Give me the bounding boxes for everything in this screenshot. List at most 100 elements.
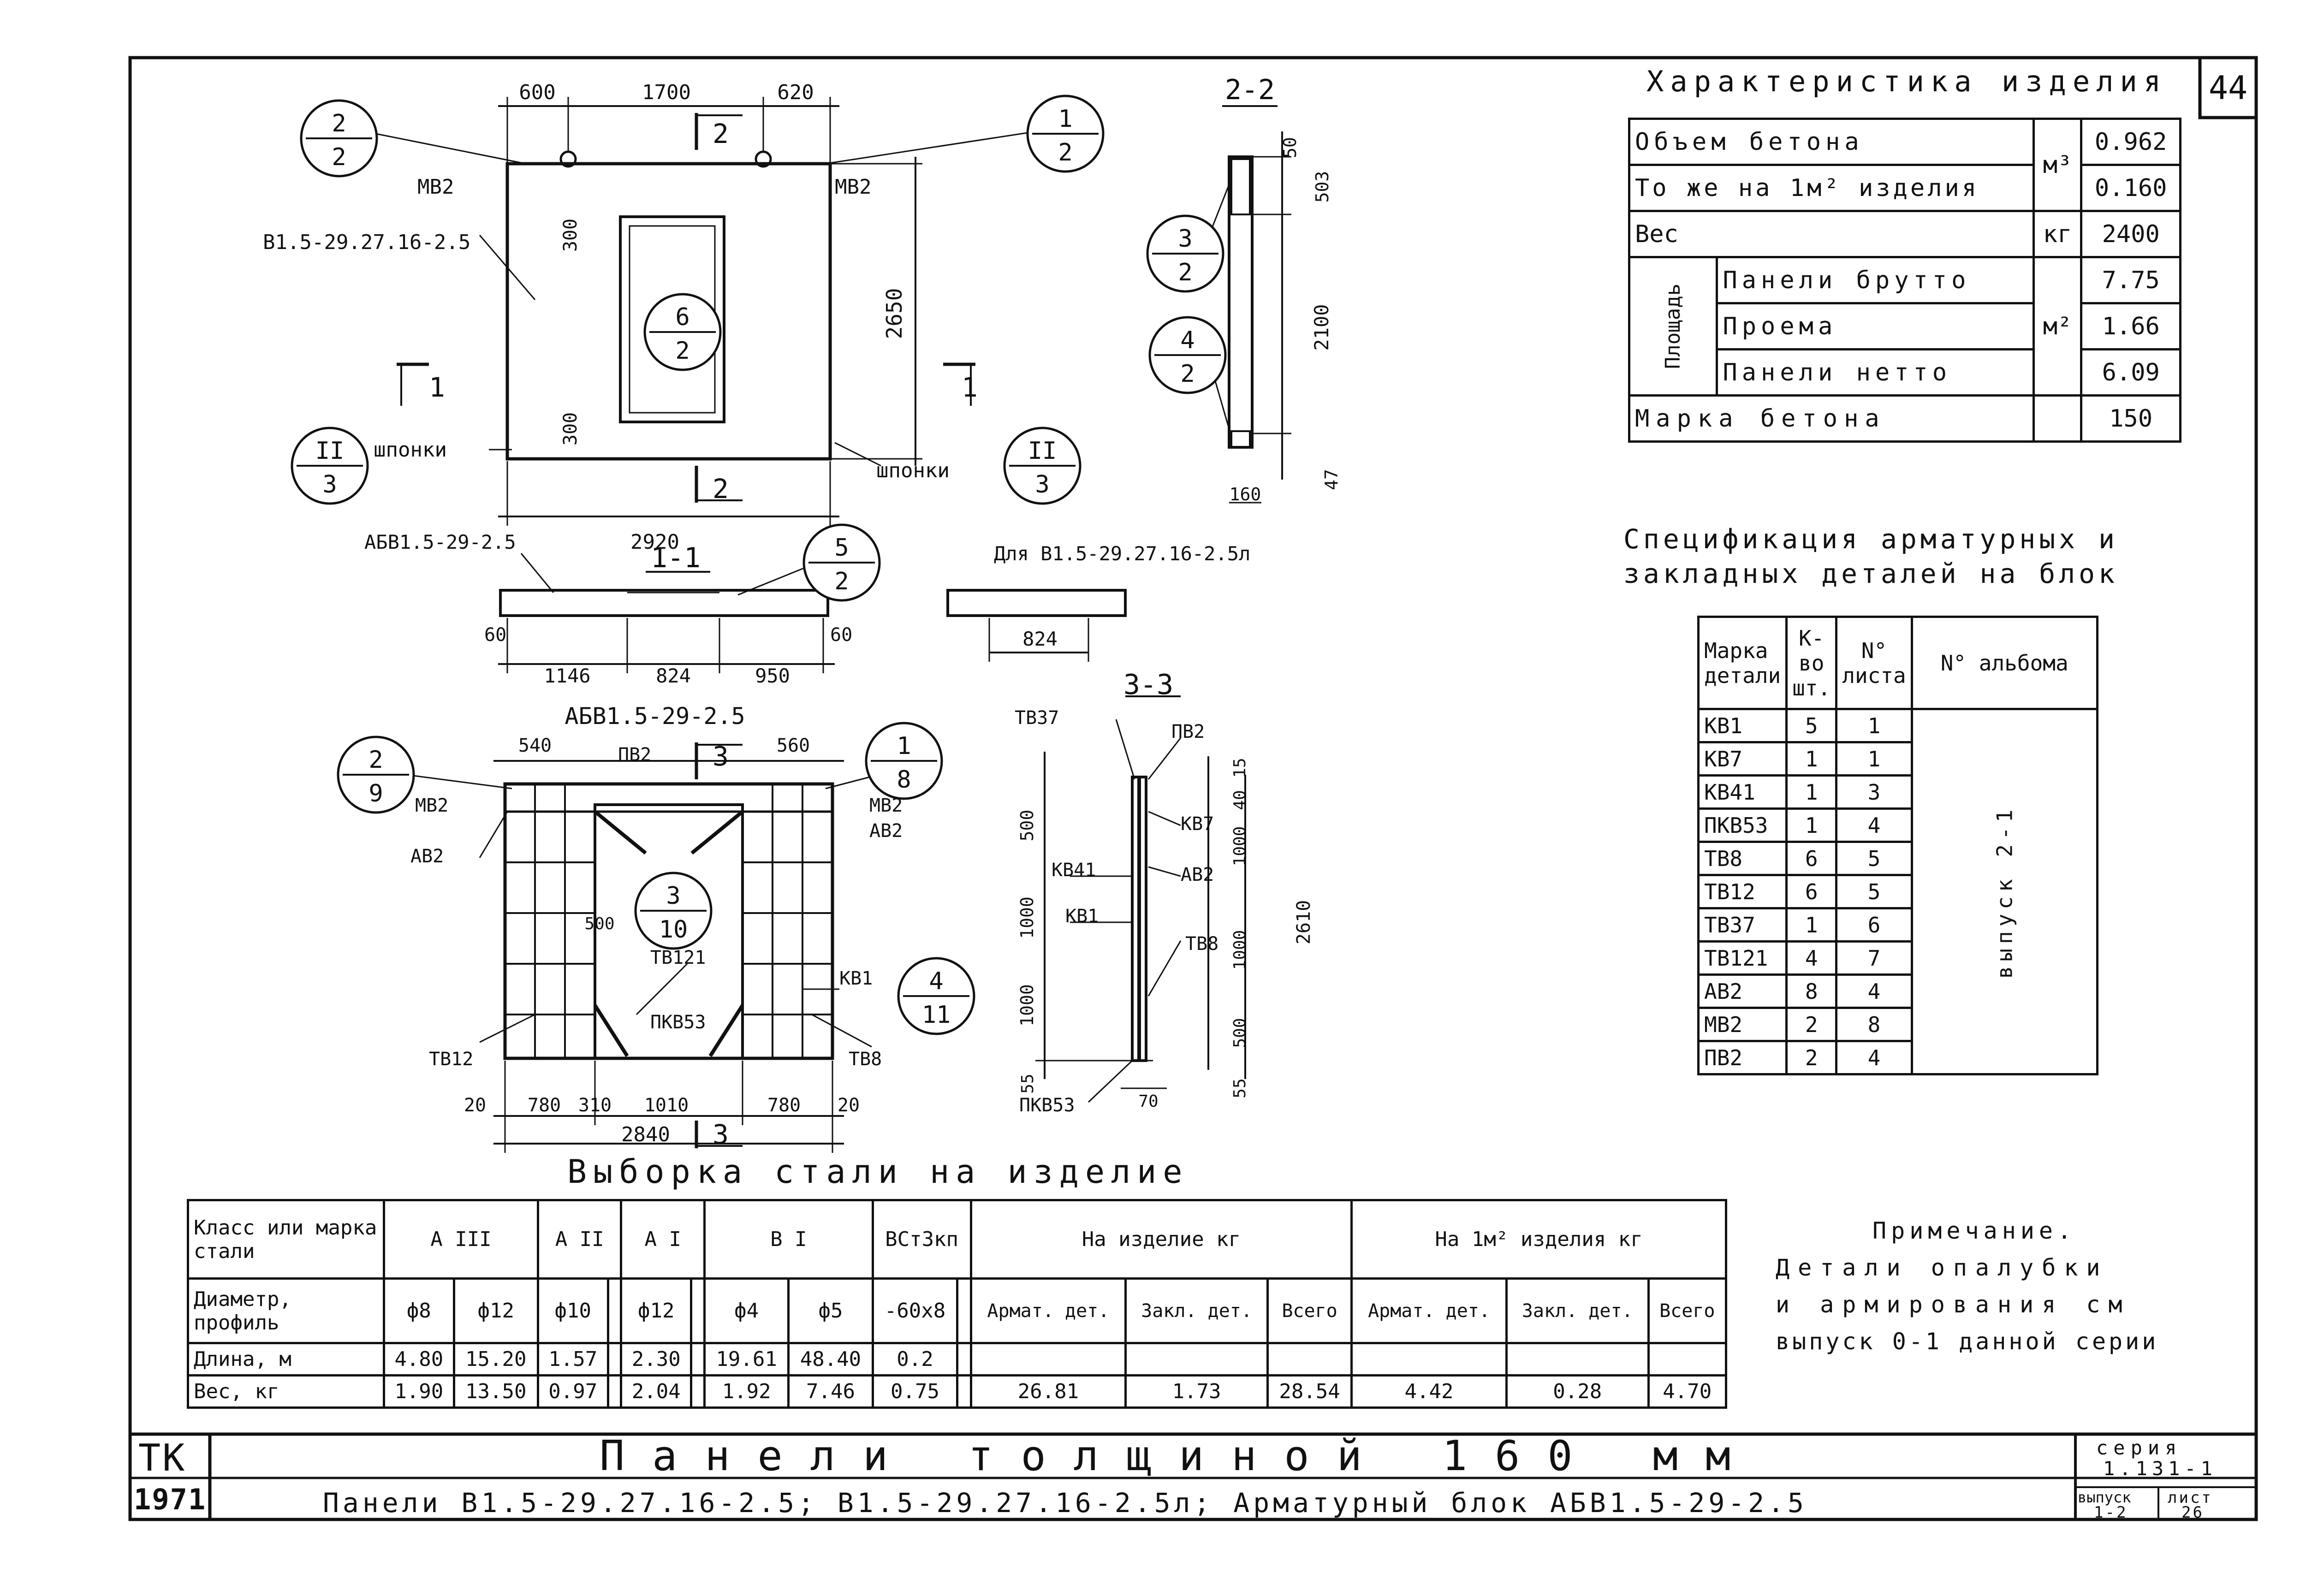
char-value: 2400 — [2080, 210, 2181, 258]
spec-album-label: выпуск 2-1 — [1992, 805, 2017, 979]
steel-sub-header: Всего — [1266, 1277, 1353, 1344]
char-value: 7.75 — [2080, 256, 2181, 304]
steel-weight: 0.97 — [536, 1374, 609, 1409]
callout-circle: 32 — [1146, 214, 1224, 293]
spec-sheet: 8 — [1835, 1007, 1913, 1042]
spec-sheet: 1 — [1835, 741, 1913, 777]
steel-class-b1: В I — [703, 1199, 874, 1280]
sheet-number: 44 — [2209, 69, 2247, 107]
spec-sheet: 7 — [1835, 940, 1913, 976]
steel-diameter: ф12 — [620, 1277, 693, 1344]
section-title-1-1: 1-1 — [651, 542, 701, 574]
dim-500-cage: 500 — [584, 914, 614, 933]
spec-mark: МВ2 — [1697, 1007, 1788, 1042]
label-shponki-right: шпонки — [876, 459, 950, 482]
panel-opening — [619, 215, 725, 423]
section-mark: 2 — [713, 473, 729, 504]
section-1-1-body — [499, 589, 829, 617]
steel-diameter: ф12 — [452, 1277, 539, 1344]
steel-diameter — [606, 1277, 623, 1344]
dim-15-s33: 15 — [1230, 758, 1249, 777]
spec-mark: ПВ2 — [1697, 1040, 1788, 1075]
spec-sheet: 4 — [1835, 807, 1913, 843]
steel-diameter: -60х8 — [871, 1277, 959, 1344]
steel-sub-header: Армат. дет. — [969, 1277, 1127, 1344]
spec-h-qty: К-во шт. — [1785, 616, 1838, 710]
steel-total: 1.73 — [1124, 1374, 1269, 1409]
callout-top: 6 — [675, 303, 689, 331]
section-title-3-3: 3-3 — [1123, 669, 1173, 701]
steel-sub-header: Всего — [1647, 1277, 1728, 1344]
callout-top: 4 — [1180, 326, 1195, 354]
steel-weight: 7.46 — [787, 1374, 874, 1409]
callout-circle: 12 — [1026, 95, 1105, 173]
steel-class-vst: ВСт3кп — [871, 1199, 972, 1280]
steel-weight: 2.04 — [620, 1374, 693, 1409]
series-value: 1.131-1 — [2103, 1457, 2217, 1480]
char-row: Проема 1.66 — [1629, 302, 2181, 350]
char-unit — [2032, 394, 2083, 443]
spec-mark: ТВ37 — [1697, 907, 1788, 943]
spec-qty: 6 — [1785, 841, 1838, 876]
steel-class-a1: А I — [620, 1199, 706, 1280]
dim-1010: 1010 — [644, 1095, 689, 1116]
steel-length — [956, 1342, 972, 1376]
steel-profile-label: Диаметр, профиль — [187, 1277, 385, 1344]
dim-824: 824 — [656, 665, 691, 687]
section-mark: 3 — [713, 741, 729, 772]
sheet-subtitle: Панели В1.5-29.27.16-2.5; В1.5-29.27.16-… — [323, 1487, 1807, 1519]
section-1-1 — [498, 553, 1127, 673]
spec-title-1: Спецификация арматурных и — [1623, 523, 2118, 555]
char-label: Объем бетона — [1628, 118, 2035, 166]
spec-header-row: Марка детали К-во шт. N° листа N° альбом… — [1697, 616, 2098, 710]
sheet-label: лист — [2168, 1489, 2213, 1507]
mark-av2-s33: АВ2 — [1181, 864, 1214, 885]
steel-sub-header: Армат. дет. — [1350, 1277, 1508, 1344]
spec-qty: 6 — [1785, 874, 1838, 909]
callout-circle: 310 — [634, 872, 713, 950]
characteristics-table: Объем бетона м³ 0.962 То же на 1м² издел… — [1628, 118, 2181, 443]
char-label: Панели брутто — [1716, 256, 2035, 304]
callout-circle: 411 — [897, 957, 975, 1035]
dim-60-right: 60 — [830, 624, 852, 646]
char-label: Вес — [1628, 210, 2035, 258]
section-mark: 1 — [429, 372, 445, 403]
dim-1000-s33b: 1000 — [1017, 984, 1037, 1026]
callout-bottom: 2 — [1180, 360, 1195, 388]
dim-503: 503 — [1312, 171, 1332, 203]
spec-sheet: 6 — [1835, 907, 1913, 943]
dim-950: 950 — [755, 665, 790, 687]
spec-qty: 8 — [1785, 973, 1838, 1009]
section-2-2 — [1203, 105, 1291, 504]
mark-pv2: ПВ2 — [618, 744, 651, 765]
steel-total — [1505, 1342, 1650, 1376]
mark-av2-left: АВ2 — [410, 846, 444, 867]
cage-opening — [594, 803, 744, 1060]
steel-class-label: Класс или марка стали — [187, 1199, 385, 1280]
spec-h-mark: Марка детали — [1697, 616, 1788, 710]
dim-70-s33: 70 — [1138, 1092, 1158, 1111]
dim-560: 560 — [777, 735, 810, 756]
callout-bottom: 9 — [368, 780, 383, 807]
char-row: Марка бетона 150 — [1628, 394, 2181, 443]
steel-length: 2.30 — [620, 1342, 693, 1376]
dim-780-left: 780 — [528, 1095, 561, 1116]
callout-top: 4 — [929, 967, 943, 995]
callout-circle: 52 — [802, 523, 881, 602]
steel-weight-label: Вес, кг — [187, 1374, 385, 1409]
char-label: То же на 1м² изделия — [1628, 164, 2035, 212]
steel-weight: 1.90 — [383, 1374, 455, 1409]
callout-bottom: 2 — [675, 337, 689, 365]
steel-weight — [690, 1374, 706, 1409]
spec-sheet: 5 — [1835, 841, 1913, 876]
steel-length: 48.40 — [787, 1342, 874, 1376]
mark-kv7: КВ7 — [1181, 813, 1214, 835]
dim-50: 50 — [1280, 137, 1300, 158]
sheet-title: Панели толщиной 160 мм — [600, 1432, 1759, 1480]
steel-weight: 0.75 — [871, 1374, 959, 1409]
spec-qty: 1 — [1785, 741, 1838, 777]
callout-circle: 22 — [300, 99, 378, 178]
dim-60-left: 60 — [484, 624, 506, 646]
